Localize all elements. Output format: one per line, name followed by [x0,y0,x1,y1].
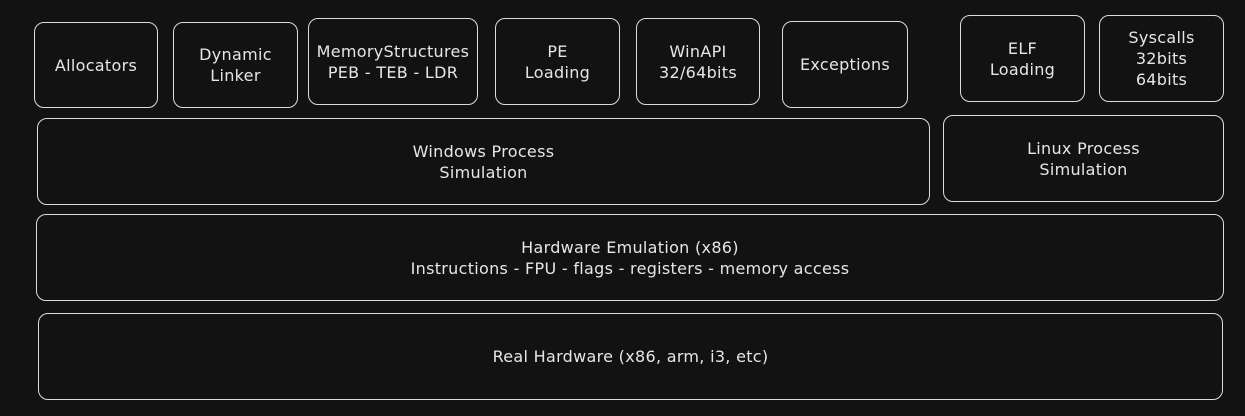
syscalls-box: Syscalls 32bits 64bits [1099,15,1224,102]
linux-process-label-line2: Simulation [1039,159,1128,179]
allocators-box: Allocators [34,22,158,108]
hardware-emulation-box: Hardware Emulation (x86) Instructions - … [36,214,1224,301]
memory-structures-box: MemoryStructures PEB - TEB - LDR [308,18,478,105]
winapi-label-line2: 32/64bits [658,62,738,82]
memory-structures-label-line2: PEB - TEB - LDR [327,62,459,82]
linux-process-label-line1: Linux Process [1027,138,1140,158]
exceptions-label: Exceptions [799,55,891,74]
syscalls-label-line1: Syscalls [1128,28,1195,47]
linux-process-simulation-box: Linux Process Simulation [943,115,1224,202]
hardware-emulation-label-line2: Instructions - FPU - flags - registers -… [410,258,850,278]
syscalls-label-line3: 64bits [1135,70,1188,89]
memory-structures-label-line1: MemoryStructures [316,41,470,61]
pe-loading-label-line2: Loading [524,62,591,82]
real-hardware-label: Real Hardware (x86, arm, i3, etc) [492,347,769,366]
windows-process-simulation-box: Windows Process Simulation [37,118,930,205]
pe-loading-label-line1: PE [547,41,568,61]
windows-process-label-line1: Windows Process [412,141,555,161]
dynamic-linker-box: Dynamic Linker [173,22,298,108]
real-hardware-box: Real Hardware (x86, arm, i3, etc) [38,313,1223,400]
dynamic-linker-label-line1: Dynamic [199,45,272,64]
exceptions-box: Exceptions [782,21,908,108]
winapi-box: WinAPI 32/64bits [636,18,760,105]
hardware-emulation-label-line1: Hardware Emulation (x86) [521,237,739,257]
elf-loading-box: ELF Loading [960,15,1085,102]
dynamic-linker-label-line2: Linker [210,66,261,85]
elf-loading-label-line1: ELF [1007,38,1038,58]
windows-process-label-line2: Simulation [439,162,528,182]
pe-loading-box: PE Loading [495,18,620,105]
allocators-label: Allocators [54,55,138,75]
winapi-label-line1: WinAPI [669,41,727,61]
syscalls-label-line2: 32bits [1135,49,1188,68]
elf-loading-label-line2: Loading [989,59,1056,79]
